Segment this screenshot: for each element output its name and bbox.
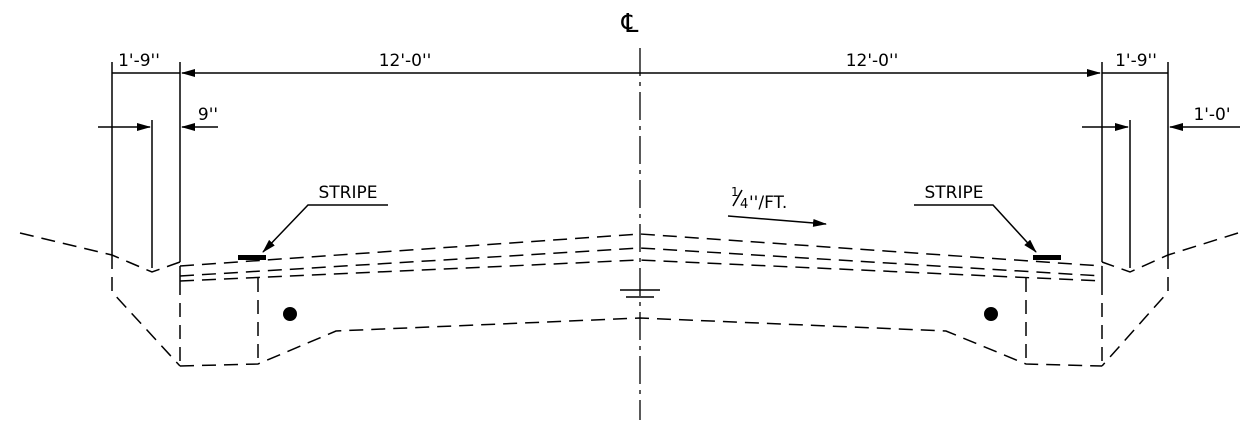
right-offset-dimension: 1'-0' bbox=[1082, 105, 1240, 131]
left-drain-dot bbox=[283, 307, 297, 321]
stripe-right-label: STRIPE bbox=[925, 183, 984, 203]
slope-units: ''/FT. bbox=[749, 193, 787, 213]
stripe-left-mark bbox=[238, 255, 266, 260]
dim-right-lane: 12'-0'' bbox=[846, 51, 899, 71]
stripe-right-callout: STRIPE bbox=[914, 183, 1061, 260]
dim-right-overhang: 1'-9'' bbox=[1115, 51, 1157, 71]
slope-denominator: 4 bbox=[740, 197, 748, 212]
slope-annotation: 1 4 ''/FT. bbox=[727, 185, 827, 227]
left-shoulder bbox=[19, 232, 259, 367]
dim-right-offset: 1'-0' bbox=[1193, 105, 1230, 125]
girder-bottom bbox=[179, 317, 1103, 367]
dim-left-overhang: 1'-9'' bbox=[118, 51, 160, 71]
dim-left-offset: 9'' bbox=[198, 105, 218, 125]
left-offset-dimension: 9'' bbox=[98, 105, 218, 131]
right-drain-dot bbox=[984, 307, 998, 321]
stripe-right-mark bbox=[1033, 255, 1061, 260]
stripe-left-label: STRIPE bbox=[319, 183, 378, 203]
centerline-symbol: ℄ bbox=[621, 9, 639, 39]
slope-numerator: 1 bbox=[731, 185, 739, 199]
stripe-left-callout: STRIPE bbox=[238, 183, 388, 260]
right-shoulder bbox=[1025, 232, 1239, 367]
dim-left-lane: 12'-0'' bbox=[379, 51, 432, 71]
centerline-ticks bbox=[620, 289, 660, 298]
deck-surface bbox=[179, 233, 1103, 282]
extension-lines bbox=[111, 62, 1169, 268]
